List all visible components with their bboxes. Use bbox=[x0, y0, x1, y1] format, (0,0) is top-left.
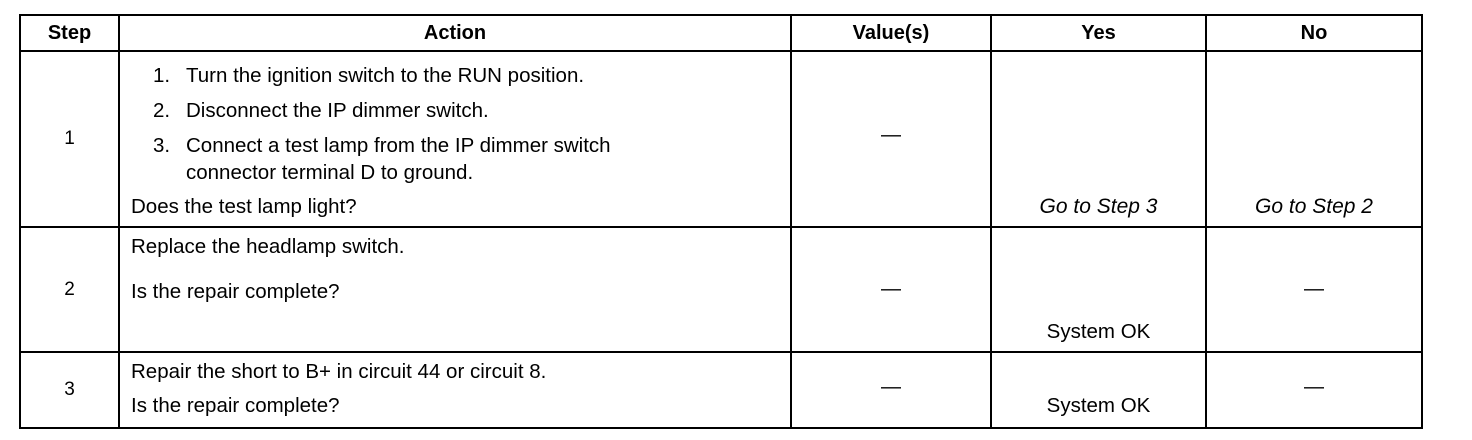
header-no: No bbox=[1205, 14, 1423, 52]
no-result: Go to Step 2 bbox=[1255, 195, 1373, 218]
no-result: — bbox=[1304, 278, 1324, 300]
step-number: 3 bbox=[19, 351, 120, 429]
action-item-text: Disconnect the IP dimmer switch. bbox=[186, 99, 489, 122]
action-item-number: 2. bbox=[153, 99, 171, 122]
no-result: — bbox=[1304, 376, 1324, 398]
action-item-number: 1. bbox=[153, 64, 171, 87]
header-action: Action bbox=[118, 14, 792, 52]
header-step: Step bbox=[19, 14, 120, 52]
step-number: 2 bbox=[19, 226, 120, 353]
no-cell: Go to Step 2 bbox=[1205, 50, 1423, 228]
header-row: Step Action Value(s) Yes No bbox=[19, 14, 1423, 52]
action-text: Repair the short to B+ in circuit 44 or … bbox=[131, 360, 547, 383]
value-dash: — bbox=[881, 376, 901, 398]
value-dash: — bbox=[881, 124, 901, 146]
step-number: 1 bbox=[19, 50, 120, 228]
value-cell: — bbox=[790, 226, 992, 353]
action-cell: 1. Turn the ignition switch to the RUN p… bbox=[118, 50, 792, 228]
header-yes: Yes bbox=[990, 14, 1207, 52]
action-item-continuation: connector terminal D to ground. bbox=[186, 161, 474, 184]
table-row: 1 1. Turn the ignition switch to the RUN… bbox=[19, 50, 1423, 228]
action-item-text: Connect a test lamp from the IP dimmer s… bbox=[186, 134, 611, 157]
yes-cell: System OK bbox=[990, 351, 1207, 429]
action-item-number: 3. bbox=[153, 134, 171, 157]
table-row: 2 Replace the headlamp switch. Is the re… bbox=[19, 226, 1423, 353]
no-cell: — bbox=[1205, 351, 1423, 429]
action-cell: Repair the short to B+ in circuit 44 or … bbox=[118, 351, 792, 429]
yes-result: System OK bbox=[1046, 320, 1151, 343]
action-question: Does the test lamp light? bbox=[131, 195, 357, 218]
diagnostic-table: Step Action Value(s) Yes No 1 1. Turn th… bbox=[19, 14, 1423, 429]
table-row: 3 Repair the short to B+ in circuit 44 o… bbox=[19, 351, 1423, 429]
yes-result: Go to Step 3 bbox=[1039, 195, 1158, 218]
action-question: Is the repair complete? bbox=[131, 394, 340, 417]
yes-result: System OK bbox=[1046, 394, 1151, 417]
no-cell: — bbox=[1205, 226, 1423, 353]
action-cell: Replace the headlamp switch. Is the repa… bbox=[118, 226, 792, 353]
value-dash: — bbox=[881, 278, 901, 300]
action-question: Is the repair complete? bbox=[131, 280, 340, 303]
yes-cell: System OK bbox=[990, 226, 1207, 353]
action-item-text: Turn the ignition switch to the RUN posi… bbox=[186, 64, 585, 87]
value-cell: — bbox=[790, 351, 992, 429]
value-cell: — bbox=[790, 50, 992, 228]
action-text: Replace the headlamp switch. bbox=[131, 235, 405, 258]
header-values: Value(s) bbox=[790, 14, 992, 52]
yes-cell: Go to Step 3 bbox=[990, 50, 1207, 228]
